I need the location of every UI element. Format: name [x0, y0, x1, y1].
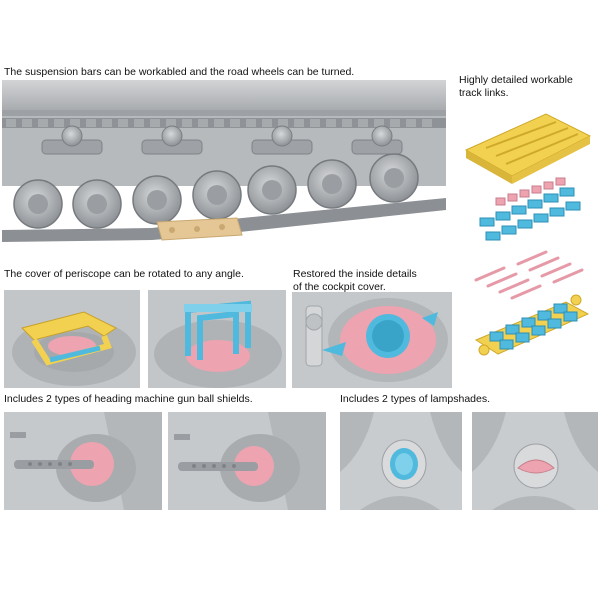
- lampshade-image-2: [472, 412, 598, 510]
- lampshade-image-1: [340, 412, 462, 510]
- cockpit-cover-image: [292, 292, 452, 388]
- suspension-image: [2, 80, 446, 256]
- periscope-image-blue: [148, 290, 286, 388]
- tracks-caption-line1: Highly detailed workable: [459, 74, 573, 86]
- suspension-caption: The suspension bars can be workabled and…: [4, 66, 355, 78]
- ball-shields-caption: Includes 2 types of heading machine gun …: [4, 393, 253, 405]
- cockpit-caption-line2: of the cockpit cover.: [293, 281, 386, 293]
- periscope-caption: The cover of periscope can be rotated to…: [4, 268, 244, 280]
- tracks-caption-line2: track links.: [459, 87, 509, 99]
- ball-shield-image-1: [4, 412, 162, 510]
- lampshades-caption: Includes 2 types of lampshades.: [340, 393, 491, 405]
- periscope-image-yellow: [4, 290, 140, 388]
- cockpit-caption-line1: Restored the inside details: [293, 268, 417, 280]
- ball-shield-image-2: [168, 412, 326, 510]
- track-links-image: [456, 100, 598, 376]
